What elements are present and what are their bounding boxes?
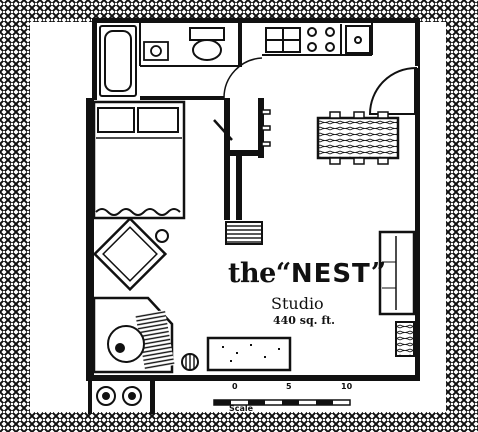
scale-label: Scale xyxy=(229,404,254,413)
plan-name-quoted: NEST xyxy=(290,259,371,289)
scale-tick-0: 0 xyxy=(232,382,238,391)
kitchen-sink xyxy=(265,27,301,53)
kitchen-counter xyxy=(139,23,373,67)
bench xyxy=(206,336,292,372)
plan-type: Studio xyxy=(271,294,324,313)
bathroom-door-swing xyxy=(223,57,263,99)
toilet xyxy=(189,27,225,61)
scale-tick-5: 5 xyxy=(286,382,292,391)
scale-tick-10: 10 xyxy=(341,382,353,391)
washer-dryer xyxy=(96,386,142,406)
entry-door xyxy=(366,66,418,115)
plan-name-prefix: the xyxy=(228,258,276,289)
exterior-walls xyxy=(86,18,420,414)
bathroom-wall xyxy=(140,23,242,100)
refrigerator xyxy=(345,25,371,54)
sofa xyxy=(378,230,416,357)
dining-table xyxy=(316,111,400,165)
bathtub xyxy=(99,25,137,97)
bathroom-sink xyxy=(143,41,169,61)
plan-area: 440 sq. ft. xyxy=(273,314,335,327)
bed xyxy=(92,100,186,220)
armchair xyxy=(92,216,168,292)
closet xyxy=(213,98,271,245)
plan-name: the“NEST” xyxy=(228,258,386,289)
scale-bar xyxy=(213,399,351,406)
stove xyxy=(307,24,342,55)
floor-lamp xyxy=(181,353,199,371)
corner-desk xyxy=(92,296,175,374)
side-table xyxy=(155,229,169,243)
